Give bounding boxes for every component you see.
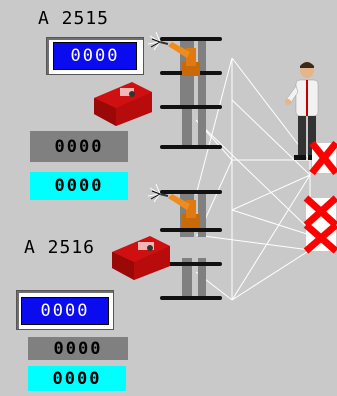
station-label-a2515: A 2515 — [38, 8, 110, 29]
fault-marker-icon — [303, 195, 337, 228]
station-a2516-counter-blue[interactable]: 0000 — [16, 290, 114, 330]
station-a2516-counter-cyan[interactable]: 0000 — [28, 366, 126, 391]
station-a2515-counter-gray[interactable]: 0000 — [30, 131, 128, 162]
station-a2515-counter-blue-value: 0000 — [53, 42, 137, 70]
machine-tool-icon — [94, 47, 152, 126]
machine-tool-icon — [112, 236, 170, 280]
station-a2515-counter-cyan[interactable]: 0000 — [30, 172, 128, 200]
welding-robot-icon — [147, 31, 200, 76]
fault-marker-icon — [309, 140, 337, 176]
station-a2516-counter-gray[interactable]: 0000 — [28, 337, 128, 360]
conveyor-rack-icon — [160, 37, 222, 149]
station-a2515-counter-blue[interactable]: 0000 — [46, 37, 144, 75]
operator-icon — [285, 62, 320, 160]
station-label-a2516: A 2516 — [24, 237, 96, 258]
fault-marker-icon — [303, 222, 337, 254]
welding-robot-icon — [147, 183, 200, 228]
station-a2516-counter-blue-value: 0000 — [21, 297, 109, 325]
